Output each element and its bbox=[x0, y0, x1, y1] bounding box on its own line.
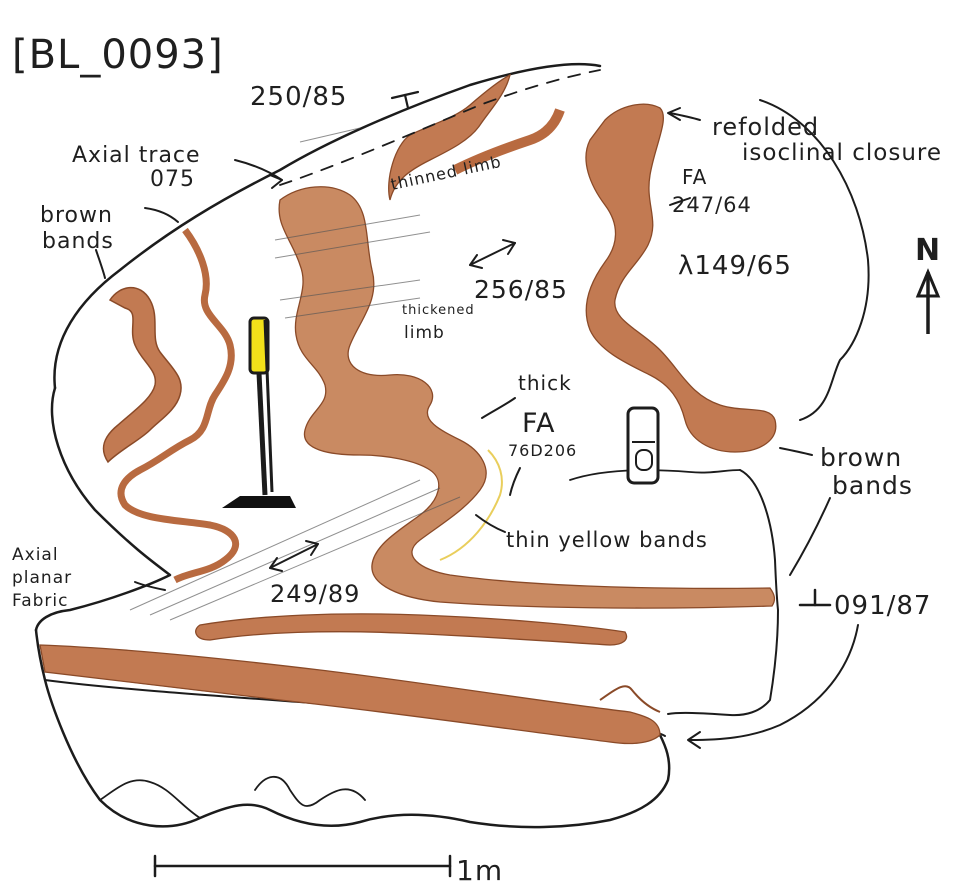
isoclinal-closure-label: isoclinal closure bbox=[742, 140, 942, 166]
axial-planar-fabric-label-3: Fabric bbox=[12, 591, 69, 611]
fold-axis-upper-label: FA bbox=[682, 165, 707, 189]
scale-label: 1m bbox=[456, 854, 503, 884]
fold-axis-lower-value: 76D206 bbox=[508, 441, 577, 460]
bedding-top-label: 250/85 bbox=[250, 82, 347, 112]
axial-planar-fabric-label-2: planar bbox=[12, 568, 72, 588]
brown-band-bottom-2 bbox=[40, 645, 660, 744]
brown-band-left bbox=[103, 288, 181, 462]
compass-clinometer-icon bbox=[628, 408, 658, 483]
strike-dip-symbol-right bbox=[800, 590, 830, 605]
lineation-low-label: 249/89 bbox=[270, 580, 360, 608]
brown-band-bottom-kink bbox=[600, 686, 660, 712]
brown-band-bottom-1 bbox=[196, 614, 627, 645]
brown-bands-left-label-2: bands bbox=[42, 229, 114, 254]
fold-axis-lower-label: FA bbox=[522, 408, 556, 439]
station-id: [BL_0093] bbox=[12, 32, 224, 78]
axial-trace-label: Axial trace bbox=[72, 143, 201, 168]
brown-bands-right-label-2: bands bbox=[832, 471, 913, 500]
thin-yellow-bands-label: thin yellow bands bbox=[506, 528, 708, 552]
brown-bands-left-label: brown bbox=[40, 203, 113, 228]
lambda-label: λ149/65 bbox=[678, 251, 792, 281]
brown-band-left-2 bbox=[121, 230, 236, 580]
thick-label: thick bbox=[518, 371, 572, 395]
axial-trace-value: 075 bbox=[150, 167, 195, 192]
brown-bands-right-label: brown bbox=[820, 443, 902, 472]
refolded-label: refolded bbox=[712, 113, 819, 141]
bedding-right-label: 091/87 bbox=[834, 591, 931, 621]
axial-planar-fabric-label: Axial bbox=[12, 545, 59, 565]
thickened-limb-label-2: limb bbox=[404, 323, 445, 343]
lineation-symbol-low bbox=[270, 541, 318, 571]
north-label: N bbox=[915, 233, 941, 268]
north-arrow-icon bbox=[918, 272, 938, 334]
thickened-limb-label: thickened bbox=[402, 303, 475, 318]
lineation-mid-label: 256/85 bbox=[474, 275, 568, 304]
lineation-symbol-mid bbox=[470, 240, 515, 268]
fold-axis-upper-value: 247/64 bbox=[672, 193, 752, 217]
scale-bar bbox=[155, 856, 450, 876]
